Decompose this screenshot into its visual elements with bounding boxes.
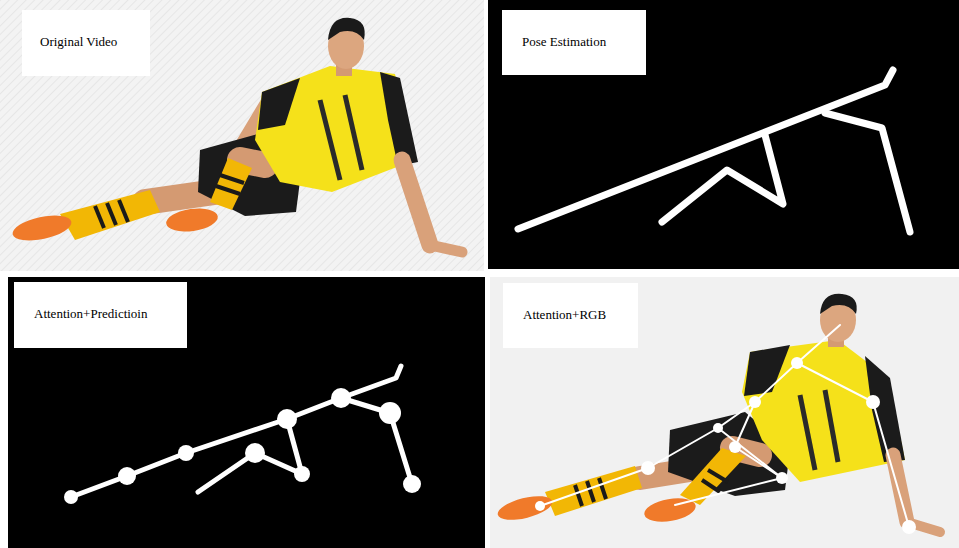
skeleton-limb bbox=[675, 402, 782, 505]
panel-label: Pose Estimation bbox=[522, 34, 638, 50]
skeleton-limb bbox=[797, 325, 909, 527]
pose-panel bbox=[488, 0, 959, 269]
joint-dot bbox=[729, 441, 741, 453]
shoe bbox=[10, 211, 73, 245]
photo-panel bbox=[0, 0, 484, 271]
panel-label: Attention+Predictioin bbox=[34, 306, 179, 322]
attention-joints bbox=[64, 388, 421, 504]
joint-dot bbox=[641, 461, 655, 475]
joint-dot bbox=[118, 467, 136, 485]
sock bbox=[680, 448, 746, 505]
sock-stripe bbox=[702, 480, 720, 492]
joint-dot bbox=[64, 490, 78, 504]
prediction-panel bbox=[8, 277, 485, 548]
sock-stripe bbox=[220, 175, 244, 183]
joint-dot bbox=[331, 388, 351, 408]
shirt-stripe bbox=[800, 395, 815, 470]
label-box: Attention+RGB bbox=[503, 283, 638, 348]
shirt-stripe bbox=[825, 390, 838, 462]
joint-dot bbox=[379, 402, 401, 424]
skeleton-limb bbox=[825, 113, 910, 232]
panel-label: Attention+RGB bbox=[523, 307, 630, 323]
pose-skeleton bbox=[518, 70, 910, 232]
skeleton-limb bbox=[662, 135, 783, 222]
shoe bbox=[642, 495, 697, 526]
sock bbox=[210, 158, 252, 210]
prediction-skeleton bbox=[71, 366, 412, 497]
joint-dot bbox=[713, 423, 723, 433]
sock-stripe bbox=[587, 481, 594, 502]
joint-dot bbox=[749, 396, 761, 408]
joint-dot bbox=[866, 395, 880, 409]
hair bbox=[820, 294, 857, 314]
skeleton-limb bbox=[71, 366, 401, 497]
shirt bbox=[742, 340, 905, 482]
sock-stripe bbox=[708, 470, 728, 482]
sock-stripe bbox=[575, 485, 582, 506]
sock bbox=[545, 466, 642, 516]
arm bbox=[402, 160, 430, 245]
thigh bbox=[240, 160, 265, 165]
sock-stripe bbox=[119, 200, 128, 222]
sock-stripe bbox=[599, 478, 606, 499]
skeleton-limb bbox=[518, 70, 893, 229]
joint-dot bbox=[277, 409, 297, 429]
sleeve bbox=[258, 78, 300, 130]
panel-label: Original Video bbox=[40, 34, 142, 50]
label-box: Attention+Predictioin bbox=[14, 282, 187, 348]
sock-stripe bbox=[107, 203, 116, 225]
attention-joints bbox=[535, 357, 916, 534]
shirt-stripe bbox=[320, 100, 340, 180]
sock-stripe bbox=[95, 206, 104, 228]
joint-dot bbox=[776, 472, 788, 484]
shirt-stripe bbox=[345, 95, 362, 170]
joint-dot bbox=[791, 357, 803, 369]
sock-stripe bbox=[216, 186, 240, 194]
joint-dot bbox=[245, 443, 265, 463]
label-box: Original Video bbox=[22, 10, 150, 76]
rgb-skeleton bbox=[540, 325, 909, 527]
label-box: Pose Estimation bbox=[502, 10, 646, 75]
skeleton-limb bbox=[341, 398, 412, 484]
skeleton-limb bbox=[718, 428, 782, 478]
joint-dot bbox=[403, 475, 421, 493]
hair bbox=[328, 18, 365, 40]
rgb-panel bbox=[490, 277, 959, 548]
joint-dot bbox=[178, 445, 194, 461]
joint-dot bbox=[902, 520, 916, 534]
joint-dot bbox=[294, 466, 310, 482]
sleeve bbox=[380, 72, 418, 166]
shoe bbox=[495, 492, 554, 525]
hand bbox=[430, 245, 462, 252]
sock bbox=[60, 190, 160, 240]
joint-dot bbox=[535, 501, 545, 511]
sleeve bbox=[744, 345, 790, 396]
skeleton-limb bbox=[540, 363, 797, 506]
shoe bbox=[165, 205, 220, 234]
skeleton-limb bbox=[198, 419, 302, 492]
